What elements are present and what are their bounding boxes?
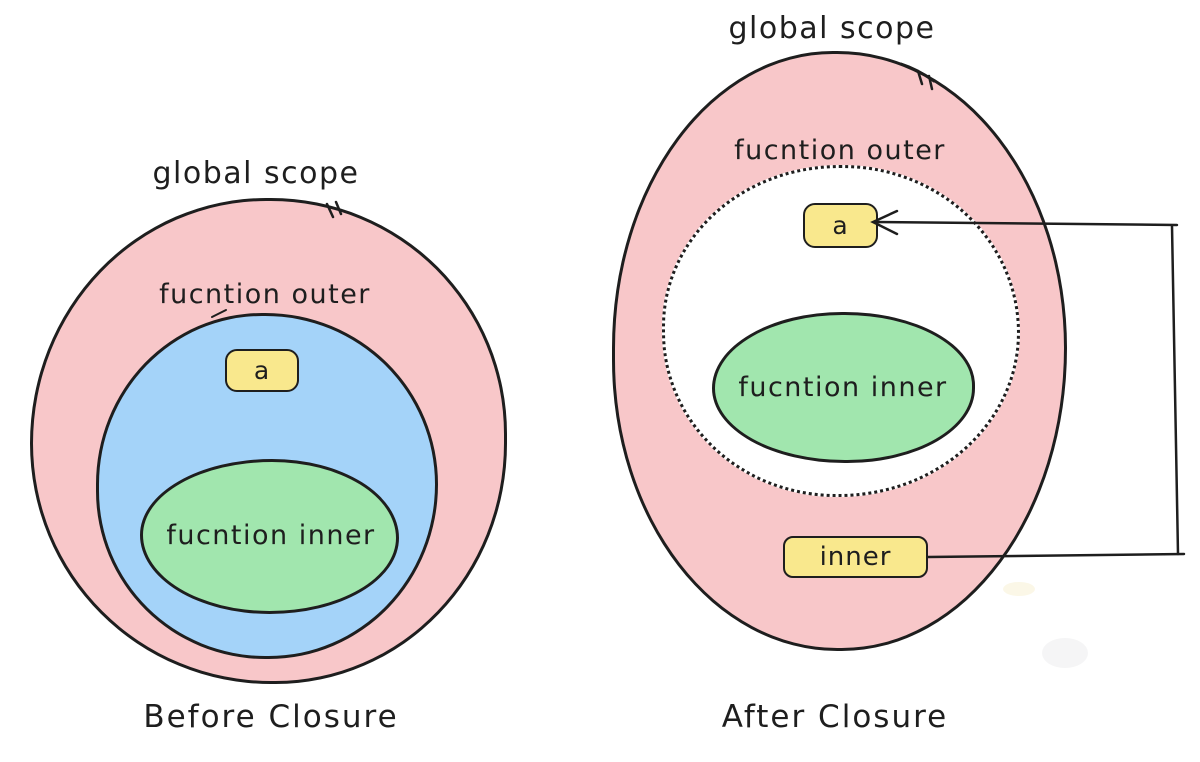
after-variable-a-label: a bbox=[832, 211, 849, 240]
before-variable-a-box: a bbox=[225, 349, 299, 392]
after-global-scope-label: global scope bbox=[728, 11, 936, 46]
faint-smudge-mark bbox=[1042, 638, 1088, 668]
before-closure-caption: Before Closure bbox=[143, 699, 399, 735]
before-outer-function-label: fucntion outer bbox=[159, 279, 371, 310]
before-variable-a-label: a bbox=[253, 356, 271, 385]
after-inner-function-label: fucntion inner bbox=[738, 372, 948, 403]
after-outer-function-label: fucntion outer bbox=[734, 135, 946, 166]
before-global-scope-label: global scope bbox=[152, 156, 360, 191]
after-inner-reference-label: inner bbox=[819, 542, 892, 572]
connector-vertical-segment bbox=[1170, 224, 1180, 556]
after-variable-a-box: a bbox=[803, 203, 878, 248]
after-closure-caption: After Closure bbox=[721, 699, 949, 735]
faint-smudge-mark bbox=[1003, 582, 1035, 596]
after-inner-function-ellipse bbox=[712, 312, 975, 463]
before-inner-function-ellipse bbox=[140, 459, 399, 614]
after-inner-reference-box: inner bbox=[783, 536, 928, 578]
before-inner-function-label: fucntion inner bbox=[166, 520, 376, 551]
